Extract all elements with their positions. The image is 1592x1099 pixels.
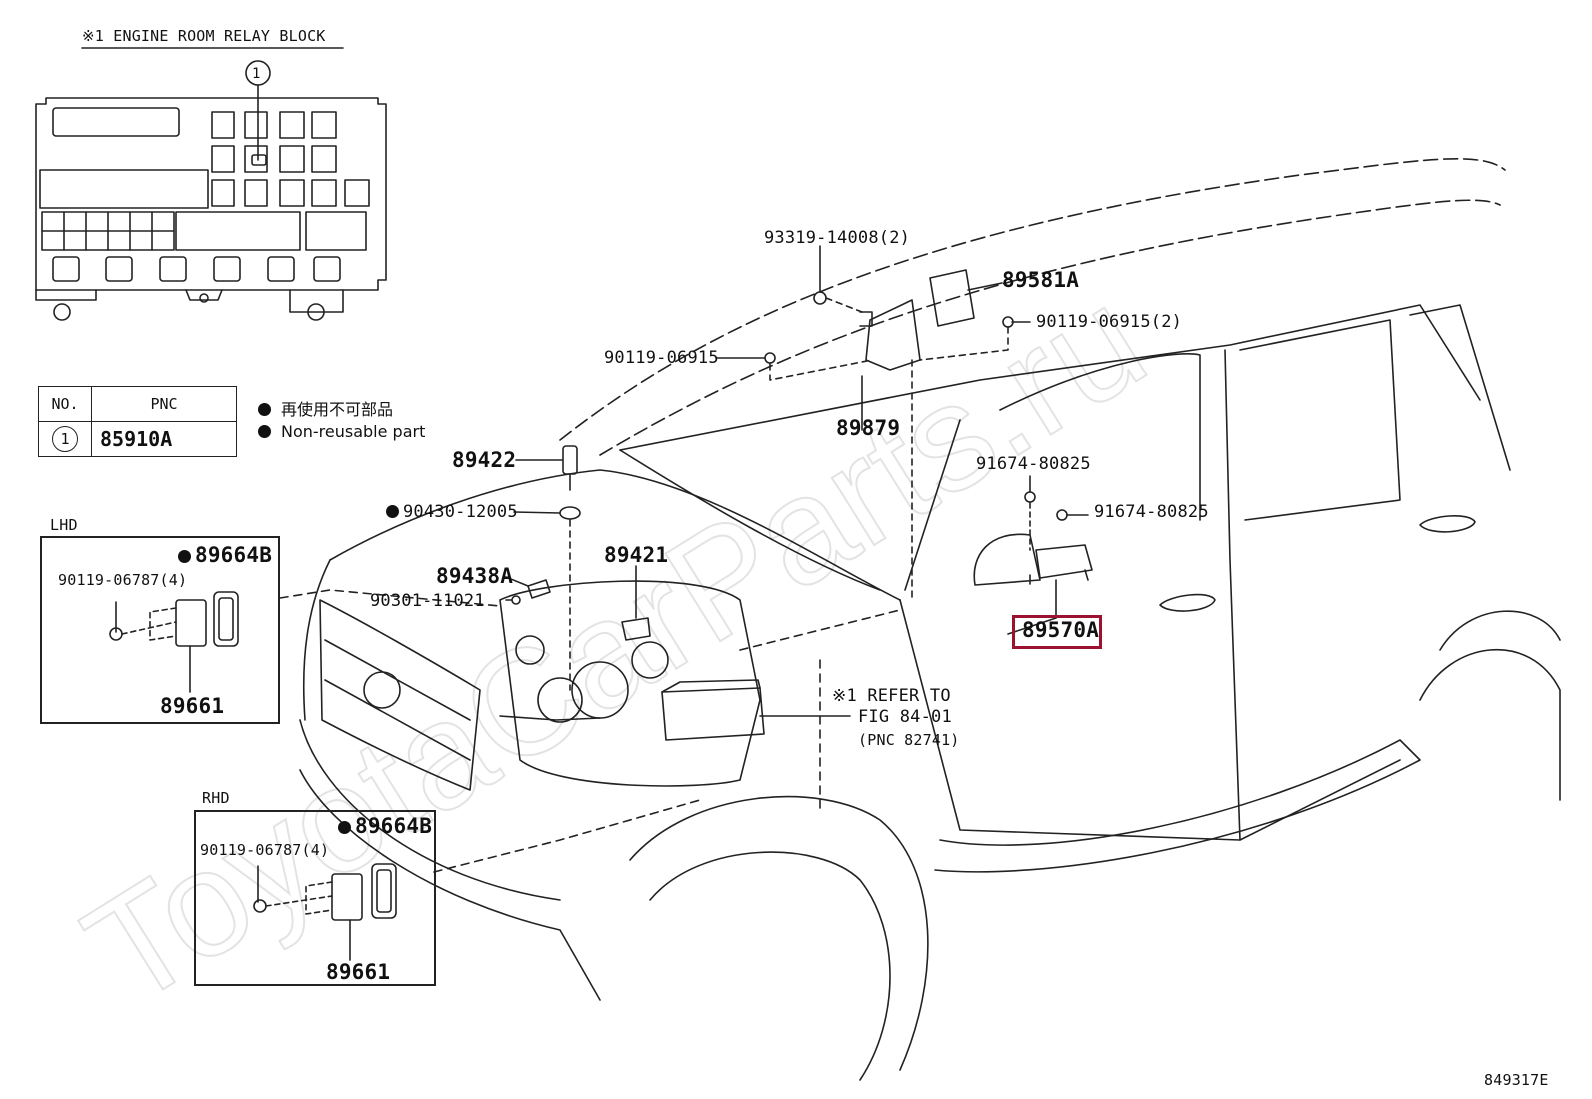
legend-line-jp: 再使用不可部品 [258,396,393,420]
rhd-label: RHD [202,789,230,807]
part-90301-11021[interactable]: 90301-11021 [370,591,485,611]
part-89570a[interactable]: 89570A [1022,618,1100,642]
part-89438a[interactable]: 89438A [436,564,514,588]
part-91674-80825-a[interactable]: 91674-80825 [976,454,1091,474]
legend-line-en: Non-reusable part [258,422,425,441]
vehicle-outline [299,158,1561,1081]
part-90119-06915[interactable]: 90119-06915 [604,348,719,368]
rhd-part-89661[interactable]: 89661 [326,960,391,984]
refer-line-1: ※1 REFER TO [832,686,951,706]
bullet-dot-icon [258,425,271,438]
part-89422[interactable]: 89422 [452,448,517,472]
relay-callout-number: 1 [252,66,261,82]
lhd-part-89664b[interactable]: 89664B [178,545,272,566]
part-90430-12005[interactable]: 90430-12005 [386,502,518,522]
part-91674-80825-b[interactable]: 91674-80825 [1094,502,1209,522]
figure-id: 849317E [1484,1071,1549,1089]
table-cell-pnc: 85910A [91,421,237,457]
part-90119-06915-2[interactable]: 90119-06915(2) [1036,312,1183,332]
rhd-panel [194,810,436,986]
legend-text-jp: 再使用不可部品 [281,400,394,419]
legend-text-en: Non-reusable part [281,422,426,441]
part-89581a[interactable]: 89581A [1002,268,1080,292]
refer-line-2[interactable]: FIG 84-01 [858,707,952,727]
table-row-number: 1 [52,426,78,452]
rhd-part-90119-06787[interactable]: 90119-06787(4) [200,841,330,859]
leader-lines [279,245,1057,873]
relay-block-title: ※1 ENGINE ROOM RELAY BLOCK [82,27,326,45]
lhd-label: LHD [50,516,78,534]
table-cell-no: 1 [38,421,92,457]
relay-block-drawing [35,47,387,321]
rhd-drawing [253,863,397,961]
highlight-frame [1012,615,1102,649]
bullet-dot-icon [258,403,271,416]
lhd-part-90119-06787[interactable]: 90119-06787(4) [58,571,188,589]
lhd-drawing [109,591,239,693]
lhd-panel [40,536,280,724]
table-header-pnc: PNC [91,386,237,422]
part-89879[interactable]: 89879 [836,416,901,440]
table-header-no: NO. [38,386,92,422]
roof-parts [511,269,1093,691]
pnc-table: NO. PNC 1 85910A [38,386,237,457]
lhd-part-89661[interactable]: 89661 [160,694,225,718]
part-93319-14008[interactable]: 93319-14008(2) [764,228,911,248]
part-89421[interactable]: 89421 [604,543,669,567]
refer-line-3: (PNC 82741) [858,731,960,749]
rhd-part-89664b[interactable]: 89664B [338,816,432,837]
